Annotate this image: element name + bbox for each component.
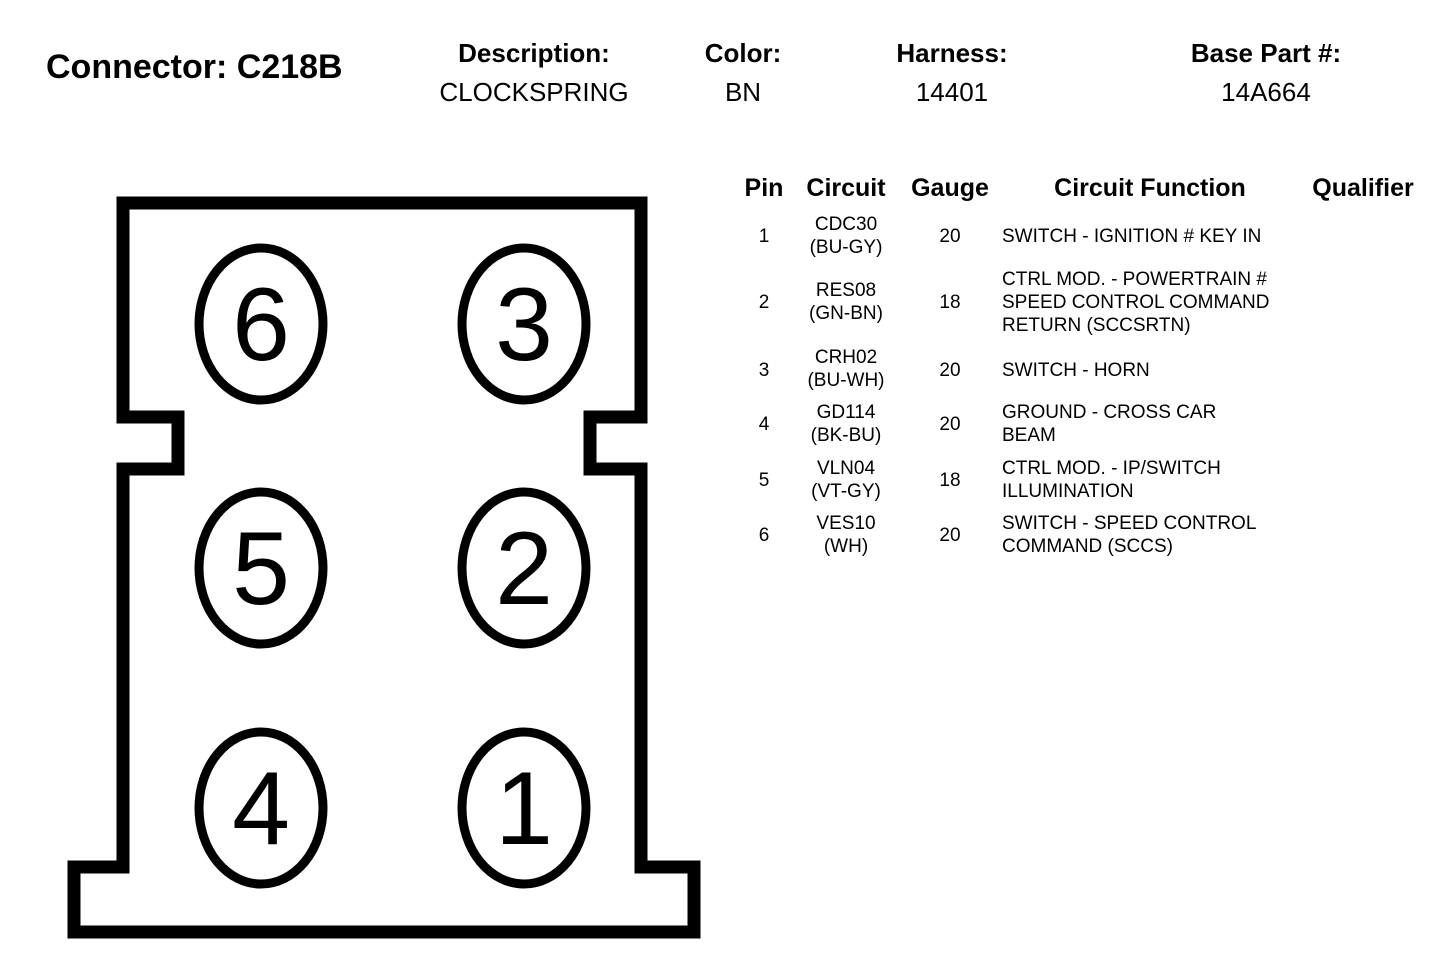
- pin-label-2: 2: [495, 511, 553, 627]
- row-4-function: GROUND - CROSS CAR BEAM: [1002, 402, 1217, 446]
- row-3-circuit: CRH02 (BU-WH): [807, 347, 885, 391]
- row-1-circuit: CDC30 (BU-GY): [809, 214, 883, 258]
- color-value: BN: [724, 77, 762, 107]
- connector-title: Connector: C218B: [46, 48, 343, 86]
- pin-label-6: 6: [232, 267, 290, 383]
- row-2-gauge: 18: [939, 292, 961, 313]
- base-part-label: Base Part #:: [1190, 38, 1342, 68]
- col-head-pin: Pin: [744, 174, 784, 202]
- base-part-value: 14A664: [1221, 77, 1311, 107]
- row-6-pin: 6: [758, 525, 770, 546]
- connector-outline: [67, 196, 701, 939]
- pin-cavity-2: 2: [457, 487, 591, 649]
- row-2-function: CTRL MOD. - POWERTRAIN # SPEED CONTROL C…: [1002, 269, 1270, 336]
- row-1-gauge: 20: [939, 226, 961, 247]
- row-5-circuit: VLN04 (VT-GY): [811, 458, 881, 502]
- col-head-circuit: Circuit: [806, 174, 886, 202]
- row-1-pin: 1: [758, 226, 770, 247]
- row-2-circuit: RES08 (GN-BN): [809, 280, 883, 324]
- col-head-gauge: Gauge: [911, 174, 989, 202]
- color-label: Color:: [704, 38, 782, 68]
- row-3-function: SWITCH - HORN: [1002, 360, 1150, 381]
- col-head-qualifier: Qualifier: [1312, 174, 1414, 202]
- pin-label-3: 3: [495, 267, 553, 383]
- row-3-gauge: 20: [939, 360, 961, 381]
- pin-cavity-5: 5: [194, 487, 328, 649]
- row-5-function: CTRL MOD. - IP/SWITCH ILLUMINATION: [1002, 458, 1221, 502]
- connector-face-diagram: 6 3 5 2 4 1: [67, 196, 701, 939]
- row-1-function: SWITCH - IGNITION # KEY IN: [1002, 226, 1262, 247]
- row-4-circuit: GD114 (BK-BU): [810, 402, 882, 446]
- pin-cavity-3: 3: [457, 243, 591, 405]
- pin-cavity-1: 1: [457, 727, 591, 889]
- pin-label-5: 5: [232, 511, 290, 627]
- row-4-gauge: 20: [939, 414, 961, 435]
- row-4-pin: 4: [758, 414, 770, 435]
- pin-cavity-4: 4: [194, 727, 328, 889]
- pin-label-4: 4: [232, 751, 290, 867]
- row-6-circuit: VES10 (WH): [816, 513, 876, 557]
- row-5-pin: 5: [758, 470, 770, 491]
- harness-value: 14401: [915, 77, 989, 107]
- row-5-gauge: 18: [939, 470, 961, 491]
- harness-label: Harness:: [896, 38, 1008, 68]
- row-6-function: SWITCH - SPEED CONTROL COMMAND (SCCS): [1002, 513, 1257, 557]
- row-6-gauge: 20: [939, 525, 961, 546]
- description-value: CLOCKSPRING: [439, 77, 629, 107]
- col-head-function: Circuit Function: [1054, 174, 1246, 202]
- description-label: Description:: [458, 38, 610, 68]
- pin-label-1: 1: [495, 751, 553, 867]
- row-2-pin: 2: [758, 292, 770, 313]
- pin-cavity-6: 6: [194, 243, 328, 405]
- row-3-pin: 3: [758, 360, 770, 381]
